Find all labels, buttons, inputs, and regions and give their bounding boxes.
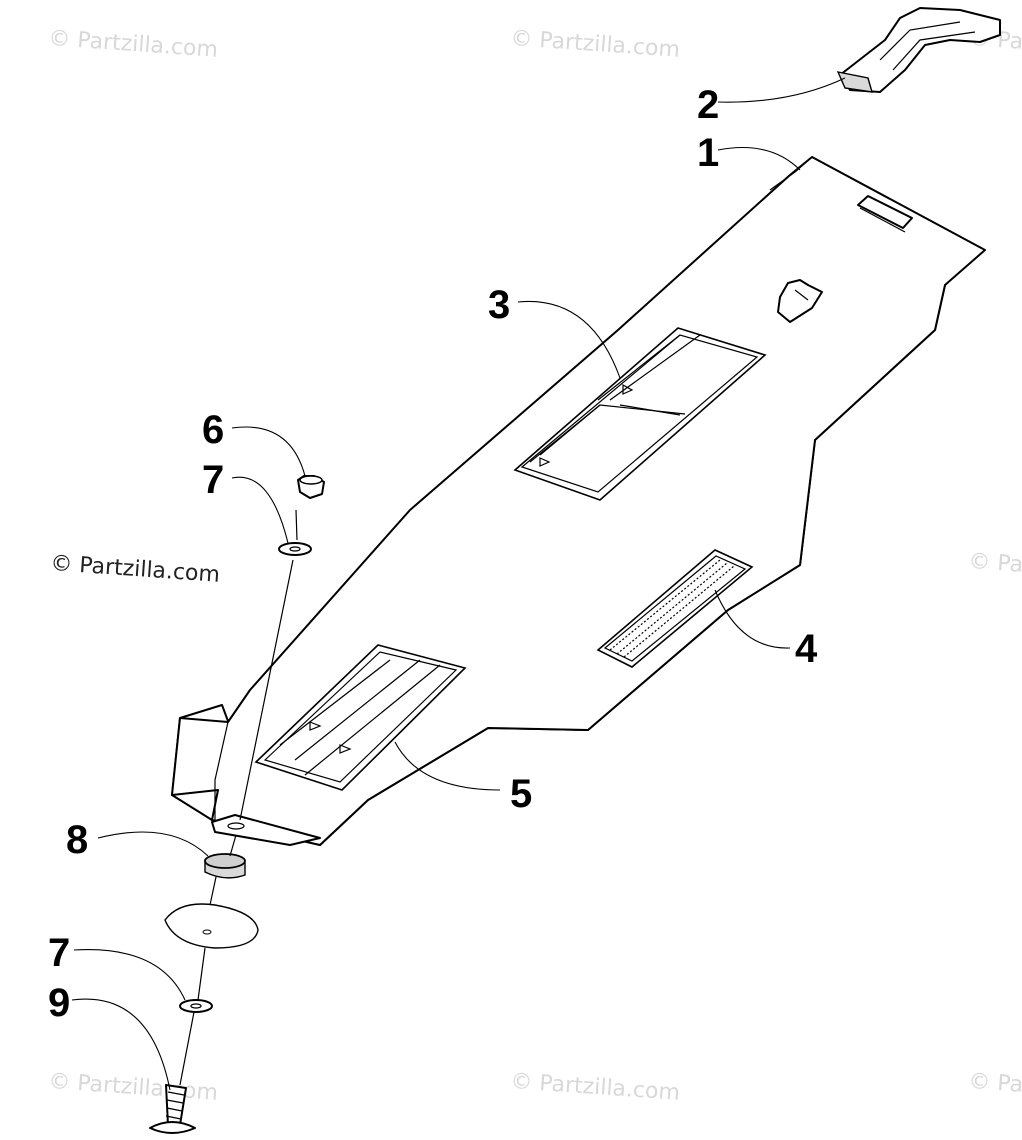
- callout-2: 2: [697, 83, 719, 127]
- large-washer-part: [164, 903, 259, 949]
- leader-6: [231, 426, 306, 477]
- warning-label-part: [596, 549, 754, 668]
- callout-6: 6: [202, 408, 224, 452]
- callout-4: 4: [795, 627, 818, 671]
- watermark-top-center: © Partzilla.com: [510, 26, 681, 63]
- leader-9: [71, 998, 171, 1091]
- watermark-main: © Partzilla.com: [50, 551, 221, 588]
- watermark-bottom-left: © Partzilla.com: [48, 1069, 219, 1106]
- callout-9: 9: [48, 981, 70, 1025]
- panel-part: [171, 156, 986, 846]
- spacer-part: [297, 475, 325, 499]
- strap-clip-part: [836, 7, 1001, 93]
- callout-7-upper: 7: [202, 458, 224, 502]
- watermark-top-left: © Partzilla.com: [48, 26, 219, 63]
- callout-8: 8: [66, 818, 88, 862]
- bolt-part: [149, 1084, 196, 1134]
- assembly-axis-line: [179, 509, 298, 1086]
- leader-2: [717, 77, 846, 103]
- callout-5: 5: [510, 772, 532, 816]
- grommet-part: [204, 853, 246, 879]
- callout-3: 3: [488, 283, 510, 327]
- watermark-bottom-right: © Pa: [968, 1069, 1022, 1098]
- leader-3: [517, 300, 621, 379]
- washer-lower-part: [179, 999, 213, 1013]
- leader-7-upper: [231, 476, 289, 544]
- leader-5: [394, 741, 501, 791]
- decal-upper-part: [513, 327, 767, 501]
- washer-upper-part: [278, 542, 312, 556]
- callout-1: 1: [697, 131, 719, 175]
- leader-1: [717, 147, 801, 171]
- watermark-middle-right: © Pa: [968, 549, 1022, 578]
- leader-8: [97, 831, 209, 857]
- leader-4: [714, 589, 791, 649]
- leader-7-lower: [73, 949, 186, 1001]
- callout-7-lower: 7: [48, 931, 70, 975]
- watermark-bottom-center: © Partzilla.com: [510, 1069, 681, 1106]
- decal-lower-part: [254, 644, 467, 791]
